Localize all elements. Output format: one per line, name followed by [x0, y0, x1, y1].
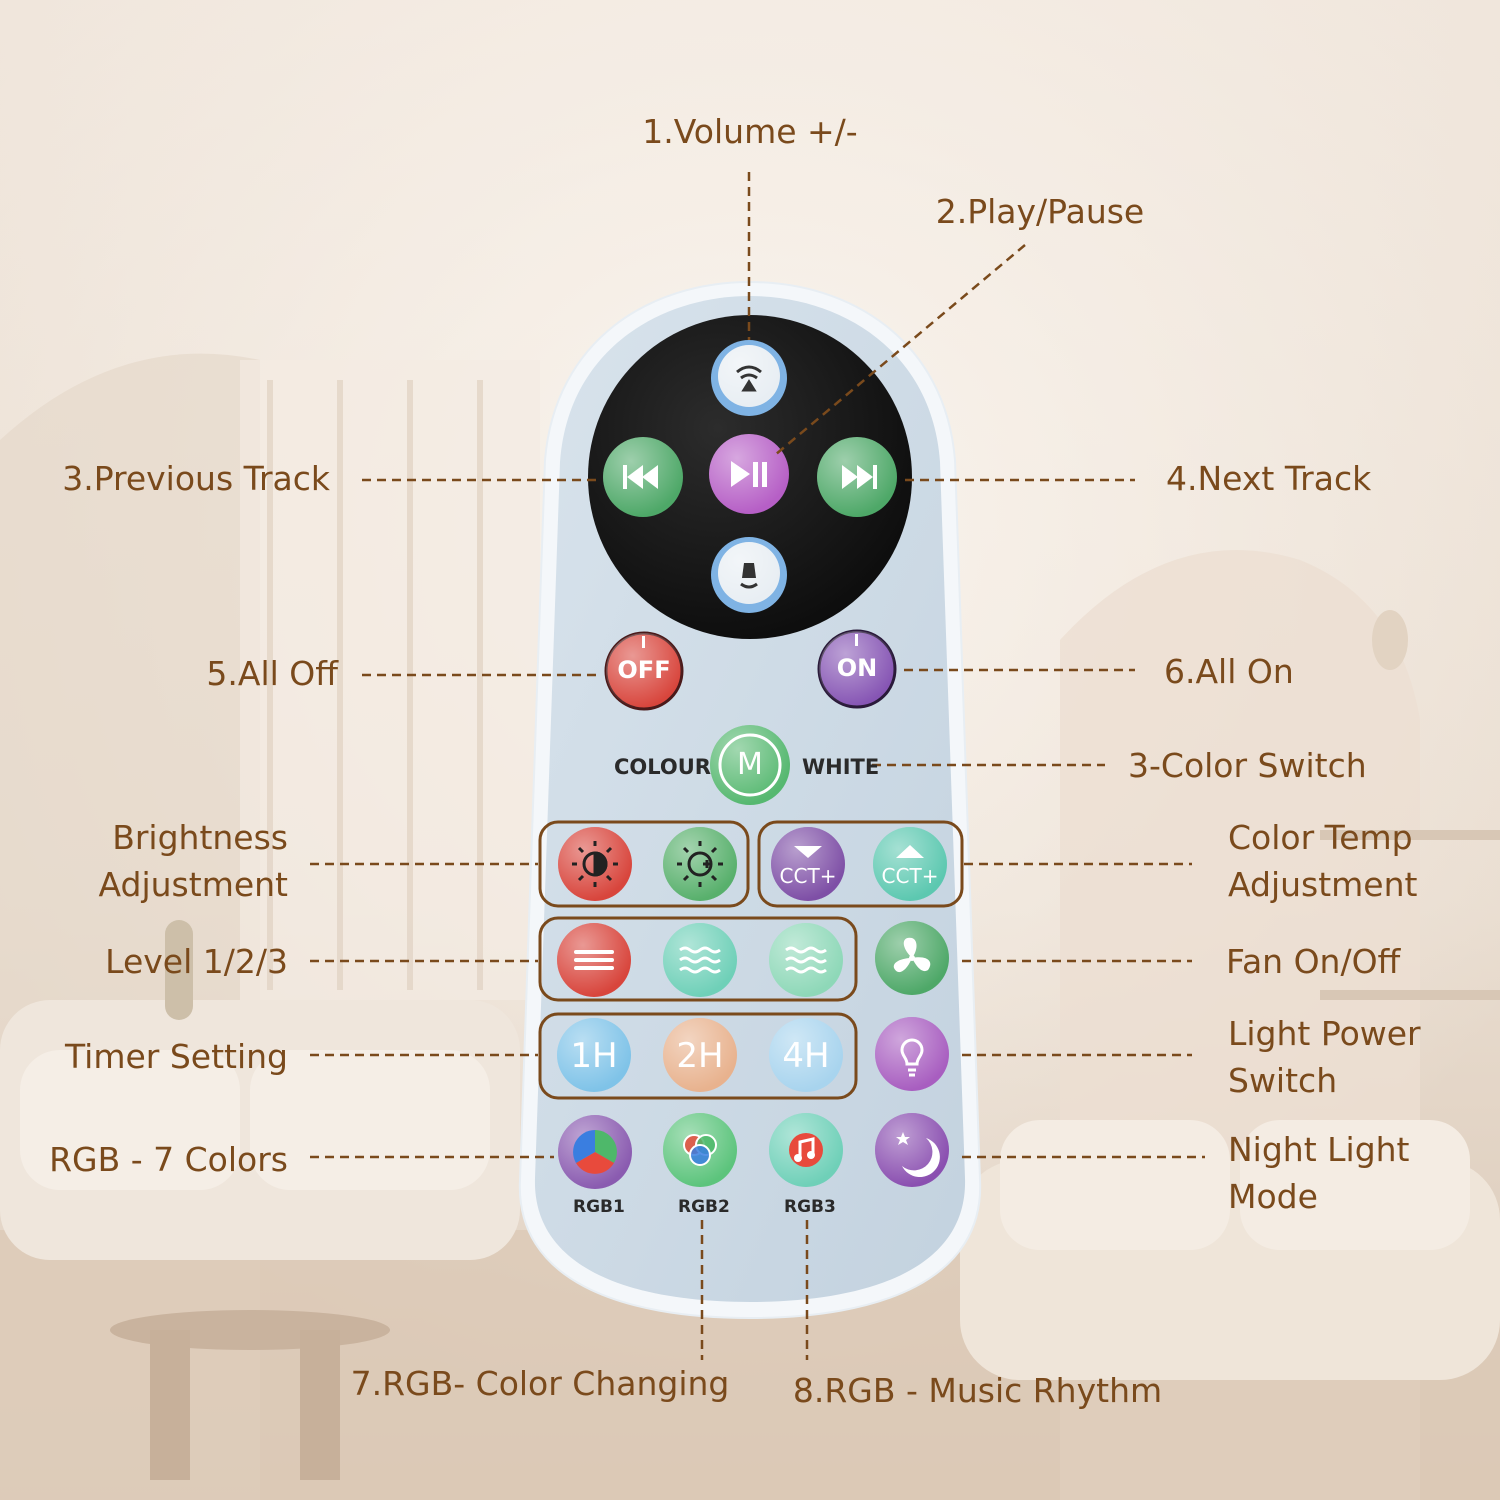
moon-star-icon — [896, 1132, 940, 1178]
cct-group-outline — [757, 820, 964, 908]
level-1-button — [557, 923, 631, 997]
label-night-light-2: Mode — [1228, 1177, 1318, 1216]
volume-up-button — [711, 340, 787, 416]
label-light-power-2: Switch — [1228, 1061, 1338, 1100]
all-off-button — [604, 631, 684, 711]
previous-track-icon — [623, 465, 658, 489]
next-track-icon — [842, 465, 877, 489]
level-1-icon — [574, 950, 614, 970]
wave-icon — [785, 946, 827, 974]
rgb2-label: RGB2 — [678, 1197, 730, 1217]
label-night-light-1: Night Light — [1228, 1130, 1410, 1169]
cct-up-button — [873, 827, 947, 901]
rgb-circles-icon — [683, 1134, 717, 1166]
label-play-pause: 2.Play/Pause — [935, 192, 1145, 231]
label-brightness-2: Adjustment — [98, 865, 288, 904]
timer-group-outline — [538, 1012, 858, 1100]
timer-2h-button — [663, 1018, 737, 1092]
level-group-outline — [538, 916, 858, 1002]
volume-down-icon — [740, 563, 758, 589]
label-rgb-7-colors: RGB - 7 Colors — [49, 1140, 288, 1179]
label-volume: 1.Volume +/- — [642, 112, 858, 151]
label-all-on: 6.All On — [1164, 652, 1294, 691]
label-next-track: 4.Next Track — [1166, 459, 1372, 498]
label-previous-track: 3.Previous Track — [62, 459, 330, 498]
rgb3-button — [769, 1113, 843, 1187]
label-rgb-color-changing: 7.RGB- Color Changing — [350, 1364, 730, 1403]
timer-4h-button — [769, 1018, 843, 1092]
label-color-temp-1: Color Temp — [1228, 818, 1413, 857]
colour-label: COLOUR — [614, 755, 711, 779]
label-fan: Fan On/Off — [1226, 942, 1401, 981]
mode-button — [710, 725, 790, 805]
fan-button — [875, 921, 949, 995]
brightness-down-icon — [572, 841, 618, 887]
label-all-off: 5.All Off — [206, 654, 338, 693]
level-2-button — [663, 923, 737, 997]
play-pause-icon — [731, 461, 767, 487]
label-color-temp-2: Adjustment — [1228, 865, 1418, 904]
wave-icon — [679, 946, 721, 974]
label-level: Level 1/2/3 — [105, 942, 288, 981]
rgb-pie-icon — [573, 1130, 617, 1174]
brightness-up-icon — [677, 841, 723, 887]
level-3-button — [769, 923, 843, 997]
rgb3-label: RGB3 — [784, 1197, 836, 1217]
bulb-icon — [900, 1038, 924, 1077]
fan-icon — [893, 937, 931, 973]
brightness-group-outline — [538, 820, 750, 908]
label-timer: Timer Setting — [65, 1037, 288, 1076]
label-rgb-music-rhythm: 8.RGB - Music Rhythm — [792, 1371, 1163, 1410]
rgb2-button — [663, 1113, 737, 1187]
brightness-up-button — [663, 827, 737, 901]
timer-1h-button — [557, 1018, 631, 1092]
label-color-switch: 3-Color Switch — [1128, 746, 1367, 785]
label-light-power-1: Light Power — [1228, 1014, 1421, 1053]
white-label: WHITE — [802, 755, 880, 779]
music-note-icon — [789, 1133, 823, 1167]
volume-up-icon — [736, 365, 762, 392]
label-brightness-1: Brightness — [112, 818, 288, 857]
light-power-button — [875, 1017, 949, 1091]
leader-lines — [310, 172, 1205, 1360]
rgb1-label: RGB1 — [573, 1197, 625, 1217]
all-on-button — [817, 629, 897, 709]
rgb1-button — [558, 1115, 632, 1189]
night-light-button — [875, 1113, 949, 1187]
cct-down-button — [771, 827, 845, 901]
